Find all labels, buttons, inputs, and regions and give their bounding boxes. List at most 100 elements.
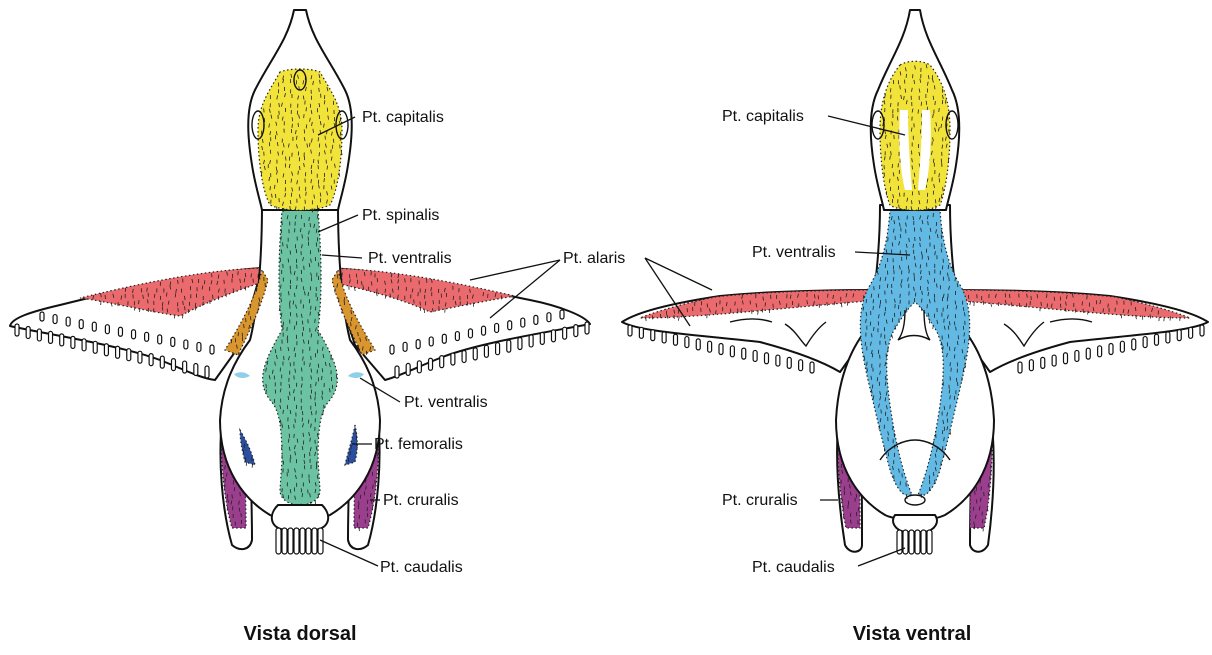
wing-feather xyxy=(730,346,734,357)
wing-feather xyxy=(508,321,512,330)
wing-feather xyxy=(171,359,175,371)
wing-feather xyxy=(1052,355,1056,366)
ventral-label-capitalis: Pt. capitalis xyxy=(722,108,804,125)
tail-feather xyxy=(306,528,311,554)
wing-feather xyxy=(560,310,564,319)
wing-feather xyxy=(205,366,209,378)
dorsal-label-cruralis: Pt. cruralis xyxy=(383,492,459,509)
wing-feather xyxy=(71,336,75,348)
wing-feather xyxy=(395,366,399,378)
wing-feather xyxy=(1143,337,1147,348)
wing-feather xyxy=(127,349,131,361)
wing-feather xyxy=(1120,341,1124,352)
wing-feather xyxy=(184,340,188,349)
wing-feather xyxy=(429,337,433,346)
wing-feather xyxy=(518,338,522,350)
wing-feather xyxy=(116,346,120,358)
dorsal-label-ventralis-top: Pt. ventralis xyxy=(368,250,452,267)
wing-feather xyxy=(742,348,746,359)
ventral-tail xyxy=(893,515,937,554)
wing-feather xyxy=(1018,362,1022,373)
wing-feather xyxy=(482,326,486,335)
wing-feather xyxy=(390,345,394,354)
wing-feather xyxy=(1075,350,1079,361)
wing-feather xyxy=(104,344,108,356)
tail-feather xyxy=(909,530,914,554)
wing-feather xyxy=(496,343,500,355)
wing-feather xyxy=(406,363,410,375)
wing-feather xyxy=(1029,360,1033,371)
wing-feather xyxy=(534,315,538,324)
wing-feather xyxy=(429,358,433,370)
wing-feather xyxy=(118,327,122,336)
wing-feather xyxy=(1109,344,1113,355)
ventral-label-caudalis: Pt. caudalis xyxy=(752,559,835,576)
wing-feather xyxy=(1132,339,1136,350)
tail-feather xyxy=(921,530,926,554)
ventral-view: Pt. capitalis Pt. ventralis Pt. cruralis… xyxy=(622,10,1208,645)
wing-feather xyxy=(416,340,420,349)
wing-feather xyxy=(547,313,551,322)
wing-feather xyxy=(810,362,814,373)
tail-feather xyxy=(903,530,908,554)
wing-feather xyxy=(105,325,109,334)
wing-feather xyxy=(79,320,83,329)
wing-feather xyxy=(799,360,803,371)
dorsal-label-capitalis: Pt. capitalis xyxy=(362,109,444,126)
wing-feather xyxy=(719,344,723,355)
wing-feather xyxy=(529,335,533,347)
ventral-tail-feathers xyxy=(897,530,932,554)
dorsal-right-wing xyxy=(330,268,590,380)
wing-feather xyxy=(540,332,544,344)
dorsal-view: Pt. capitalis Pt. spinalis Pt. ventralis… xyxy=(10,10,625,645)
tail-feather xyxy=(312,528,317,554)
tail-feather xyxy=(288,528,293,554)
dorsal-caption: Vista dorsal xyxy=(243,623,356,645)
dorsal-label-ventralis-bottom: Pt. ventralis xyxy=(404,394,488,411)
wing-feather xyxy=(145,332,149,341)
wing-feather xyxy=(93,341,97,353)
dorsal-label-caudalis: Pt. caudalis xyxy=(380,559,463,576)
wing-feather xyxy=(1041,357,1045,368)
wing-feather xyxy=(1166,332,1170,343)
wing-feather xyxy=(132,330,136,339)
wing-feather xyxy=(639,327,643,338)
dorsal-tail xyxy=(272,505,328,554)
tail-feather xyxy=(294,528,299,554)
ventral-label-ventralis: Pt. ventralis xyxy=(752,244,836,261)
wing-feather xyxy=(685,337,689,348)
wing-feather xyxy=(197,342,201,351)
ventral-left-wing xyxy=(622,290,880,372)
wing-feather xyxy=(455,332,459,341)
wing-feather xyxy=(440,356,444,368)
wing-feather xyxy=(1189,327,1193,338)
wing-feather xyxy=(468,329,472,338)
wing-feather xyxy=(662,332,666,343)
wing-feather xyxy=(194,364,198,376)
wing-feather xyxy=(417,361,421,373)
wing-feather xyxy=(1155,334,1159,345)
tail-feather xyxy=(915,530,920,554)
wing-feather xyxy=(92,322,96,331)
dorsal-label-spinalis: Pt. spinalis xyxy=(362,207,439,224)
wing-feather xyxy=(651,330,655,341)
wing-feather xyxy=(674,334,678,345)
wing-feather xyxy=(210,345,214,354)
wing-feather xyxy=(1064,353,1068,364)
ventral-caption: Vista ventral xyxy=(853,623,972,645)
wing-feather xyxy=(574,325,578,337)
wing-feather xyxy=(507,340,511,352)
wing-feather xyxy=(1086,348,1090,359)
wing-feather xyxy=(82,339,86,351)
wing-feather xyxy=(40,312,44,321)
dorsal-label-alaris: Pt. alaris xyxy=(563,250,625,267)
wing-feather xyxy=(551,330,555,342)
wing-feather xyxy=(442,334,446,343)
wing-feather xyxy=(183,361,187,373)
tail-feather xyxy=(276,528,281,554)
tail-feather xyxy=(282,528,287,554)
dorsal-left-wing xyxy=(10,268,262,380)
wing-feather xyxy=(753,350,757,361)
dorsal-tail-feathers xyxy=(276,528,323,554)
